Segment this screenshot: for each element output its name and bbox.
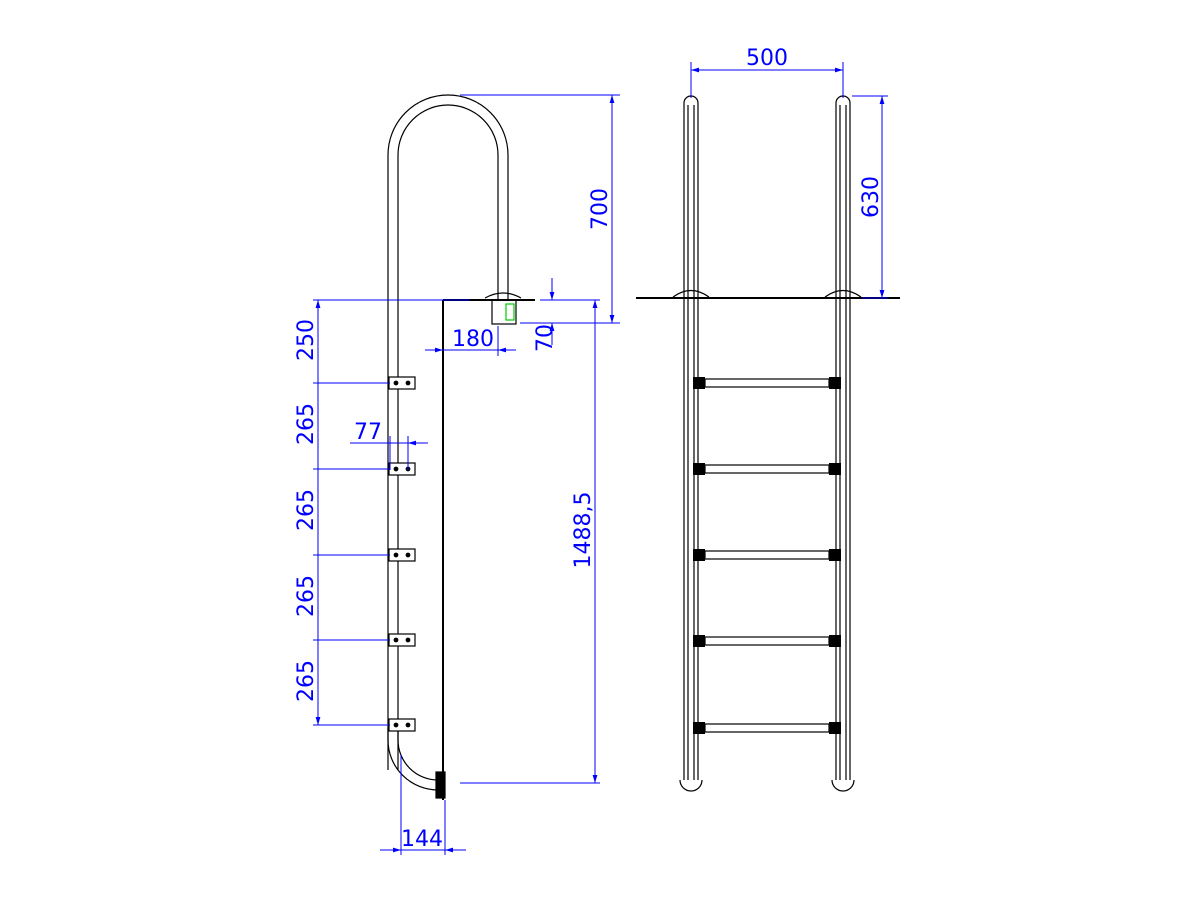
side-view (387, 94, 535, 800)
dim-deck-drop: 70 (533, 324, 558, 352)
dim-width: 500 (746, 46, 788, 71)
dim-first-step: 250 (294, 319, 319, 361)
side-step-bracket (388, 633, 416, 647)
tread-clamp-left (693, 463, 705, 475)
tread-clamp-left (693, 722, 705, 734)
tread-clamp-right (829, 463, 841, 475)
front-step-tread (704, 550, 830, 560)
wall-foot (435, 771, 446, 799)
tread-clamp-left (693, 377, 705, 389)
dim-step-spacing-2: 265 (294, 489, 319, 531)
bracket-bolt (393, 722, 399, 728)
handrail-inner (397, 104, 499, 770)
bracket-bolt (405, 380, 411, 386)
tread-clamp-right (829, 549, 841, 561)
anchor-flange (484, 292, 522, 299)
dim-rail-height: 630 (859, 176, 884, 218)
bracket-bolt (405, 637, 411, 643)
dim-step-spacing-3: 265 (294, 575, 319, 617)
anchor-accent (505, 303, 515, 321)
side-step-bracket (388, 462, 416, 476)
side-view-dimension-labels: 700 70 1488,5 180 250 265 265 265 265 77… (294, 188, 613, 852)
tread-clamp-right (829, 722, 841, 734)
front-right-rail-inner (839, 105, 847, 780)
dim-bottom-offset: 144 (401, 827, 443, 852)
tread-clamp-left (693, 549, 705, 561)
side-step-bracket (388, 376, 416, 390)
rail-bottom-curve-inner (397, 728, 439, 781)
deck-anchor (491, 299, 517, 325)
tread-clamp-right (829, 377, 841, 389)
rail-bottom-curve (387, 728, 439, 791)
dim-total-depth: 1488,5 (571, 492, 596, 569)
bracket-bolt (393, 552, 399, 558)
dim-handrail-height: 700 (588, 188, 613, 230)
step-extension-lines (313, 382, 390, 726)
front-view-dimensions (690, 62, 888, 299)
dim-deck-offset: 180 (452, 327, 494, 352)
bracket-bolt (405, 722, 411, 728)
front-left-rail (683, 95, 699, 780)
side-step-bracket (388, 548, 416, 562)
front-left-flange (672, 289, 710, 298)
bracket-bolt (393, 466, 399, 472)
dim-step-spacing-4: 265 (294, 660, 319, 702)
front-step-tread (704, 378, 830, 388)
bracket-bolt (405, 552, 411, 558)
front-view (636, 95, 900, 792)
bracket-bolt (393, 637, 399, 643)
front-step-tread (704, 723, 830, 733)
front-left-rail-foot (679, 779, 703, 792)
front-right-rail (835, 95, 851, 780)
side-step-bracket (388, 718, 416, 732)
front-step-treads (693, 377, 841, 734)
handrail-outer (387, 94, 509, 770)
side-view-dimensions (313, 94, 620, 855)
front-view-dimension-labels: 500 630 (746, 46, 884, 218)
front-right-flange (824, 289, 862, 298)
front-right-rail-foot (831, 779, 855, 792)
front-left-rail-inner (687, 105, 695, 780)
dim-tread-depth: 77 (354, 420, 382, 445)
dim-step-spacing-1: 265 (294, 403, 319, 445)
tread-clamp-left (693, 635, 705, 647)
front-step-tread (704, 464, 830, 474)
bracket-bolt (393, 380, 399, 386)
front-step-tread (704, 636, 830, 646)
side-step-brackets (388, 376, 416, 732)
tread-clamp-right (829, 635, 841, 647)
